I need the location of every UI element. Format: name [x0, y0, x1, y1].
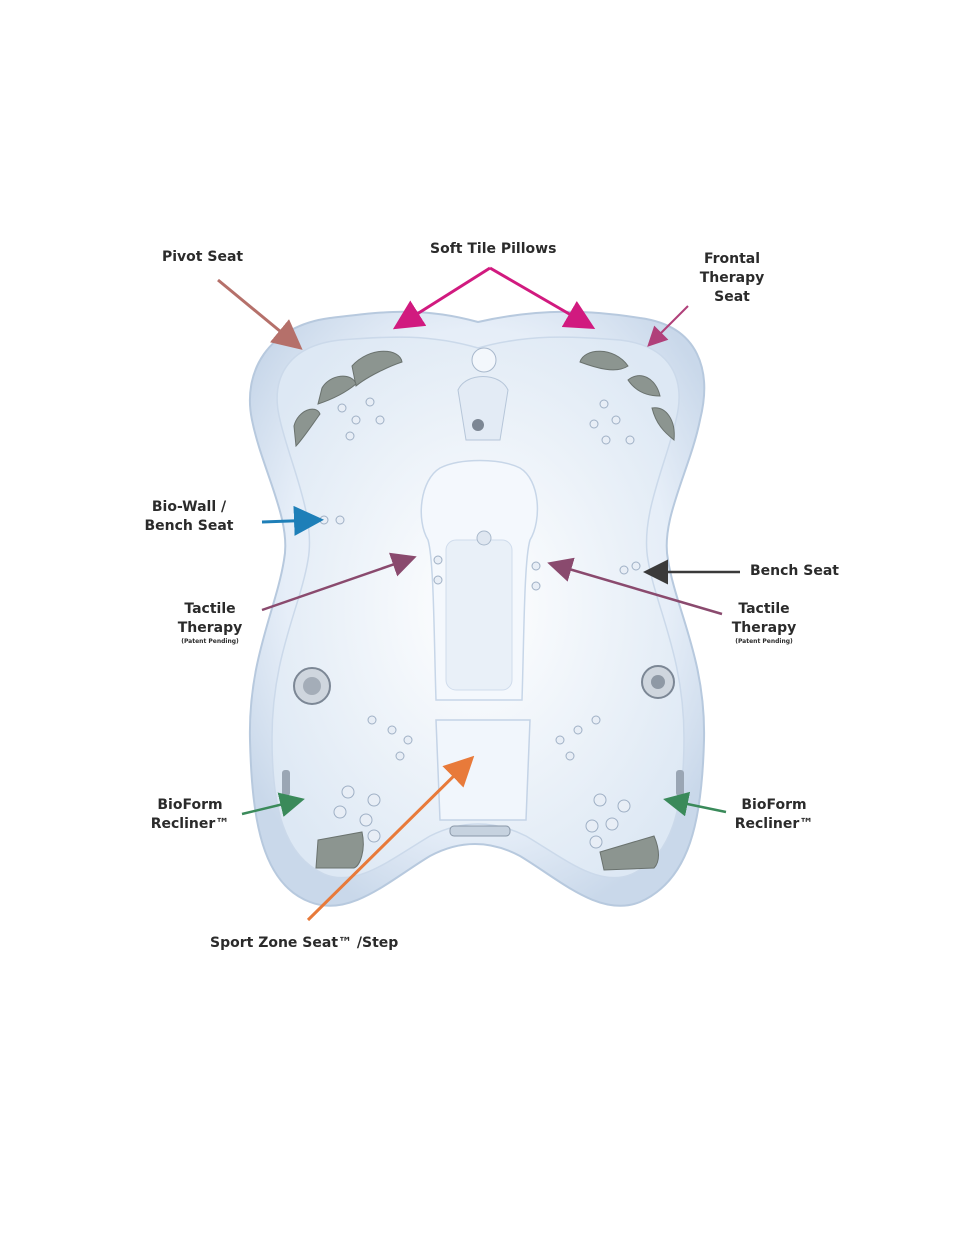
label-frontal-line3: Seat [696, 288, 768, 307]
label-bioform-right: BioForm Recliner™ [732, 796, 816, 834]
top-fountain [458, 377, 508, 441]
label-tactile-left: Tactile Therapy (Patent Pending) [172, 600, 248, 646]
label-tactile-left-patent: (Patent Pending) [172, 638, 248, 646]
left-filter-inner [303, 677, 321, 695]
label-frontal-line2: Therapy [696, 269, 768, 288]
arrow-biowall [262, 520, 318, 522]
label-tactile-left-line1: Tactile [172, 600, 248, 619]
label-tactile-right-line1: Tactile [724, 600, 804, 619]
right-filter-inner [651, 675, 665, 689]
label-sport-zone: Sport Zone Seat™ /Step [210, 934, 398, 953]
label-frontal-therapy: Frontal Therapy Seat [696, 250, 768, 307]
right-controls [676, 770, 684, 796]
sport-zone-step [436, 720, 530, 820]
top-logo [472, 348, 496, 372]
label-tactile-right-patent: (Patent Pending) [724, 638, 804, 646]
label-bioform-right-line1: BioForm [732, 796, 816, 815]
label-bio-wall: Bio-Wall / Bench Seat [142, 498, 236, 536]
label-biowall-line1: Bio-Wall / [142, 498, 236, 517]
control-panel [450, 826, 510, 836]
label-tactile-right: Tactile Therapy (Patent Pending) [724, 600, 804, 646]
left-controls [282, 770, 290, 796]
label-bioform-left-line2: Recliner™ [148, 815, 232, 834]
center-drain [477, 531, 491, 545]
mesh-floor [446, 540, 512, 690]
label-biowall-line2: Bench Seat [142, 517, 236, 536]
label-bioform-right-line2: Recliner™ [732, 815, 816, 834]
label-soft-tile-pillows: Soft Tile Pillows [430, 240, 556, 259]
arrow-pivot-seat [218, 280, 298, 346]
label-frontal-line1: Frontal [696, 250, 768, 269]
top-filter [472, 419, 484, 431]
label-pivot-seat: Pivot Seat [162, 248, 243, 267]
label-tactile-left-line2: Therapy [172, 619, 248, 638]
label-bioform-left: BioForm Recliner™ [148, 796, 232, 834]
label-bioform-left-line1: BioForm [148, 796, 232, 815]
label-tactile-right-line2: Therapy [724, 619, 804, 638]
label-bench-seat: Bench Seat [750, 562, 839, 581]
